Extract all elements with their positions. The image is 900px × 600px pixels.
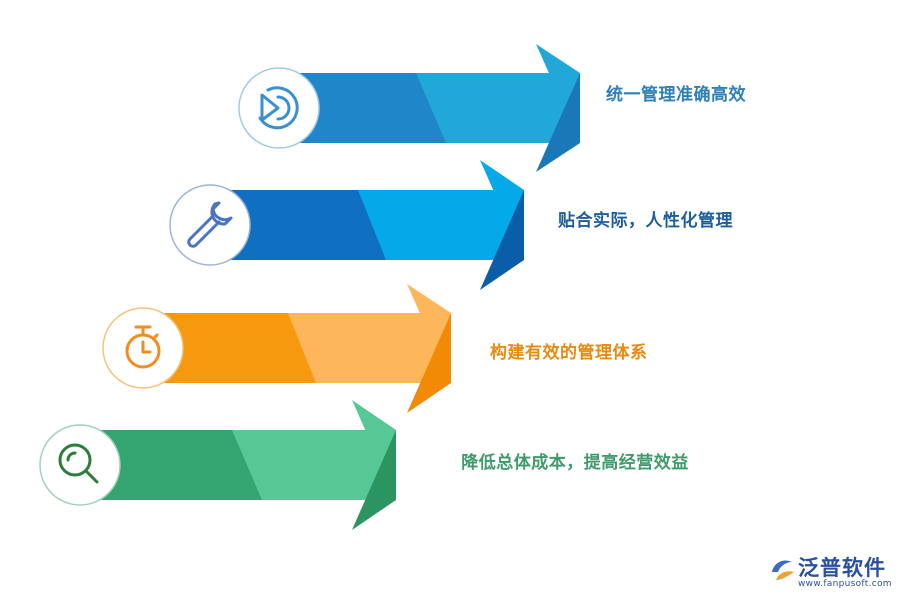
arrow-2-body-light [358,190,524,260]
search-icon [58,443,99,484]
arrow-4-icon-circle [39,424,121,506]
arrow-2 [169,160,524,290]
arrow-2-head-bottom [480,190,524,290]
arrow-3-head-bottom [407,313,451,413]
item-label-2: 贴合实际，人性化管理 [558,211,733,231]
arrow-1 [238,44,580,172]
arrow-4-body-light [232,430,396,500]
logo-brand-text: 泛普软件 [798,556,886,580]
logo-icon [772,560,794,580]
brand-logo: 泛普软件 www.fanpusoft.com [768,552,893,592]
arrow-2-icon-circle [169,184,251,266]
item-label-1: 统一管理准确高效 [606,85,746,105]
arrow-3 [102,284,451,413]
stopwatch-icon [125,325,161,369]
arrow-1-head-bottom [536,73,580,172]
arrow-4 [39,400,396,530]
arrow-1-body-light [416,73,580,143]
item-label-3: 构建有效的管理体系 [490,343,648,363]
logo-url-text: www.fanpusoft.com [798,579,892,589]
arrow-3-body-light [288,313,451,383]
arrow-4-head-bottom [352,430,396,530]
item-label-4: 降低总体成本，提高经营效益 [461,453,689,473]
wrench-icon [187,201,233,248]
pie-chart-icon [258,86,299,130]
